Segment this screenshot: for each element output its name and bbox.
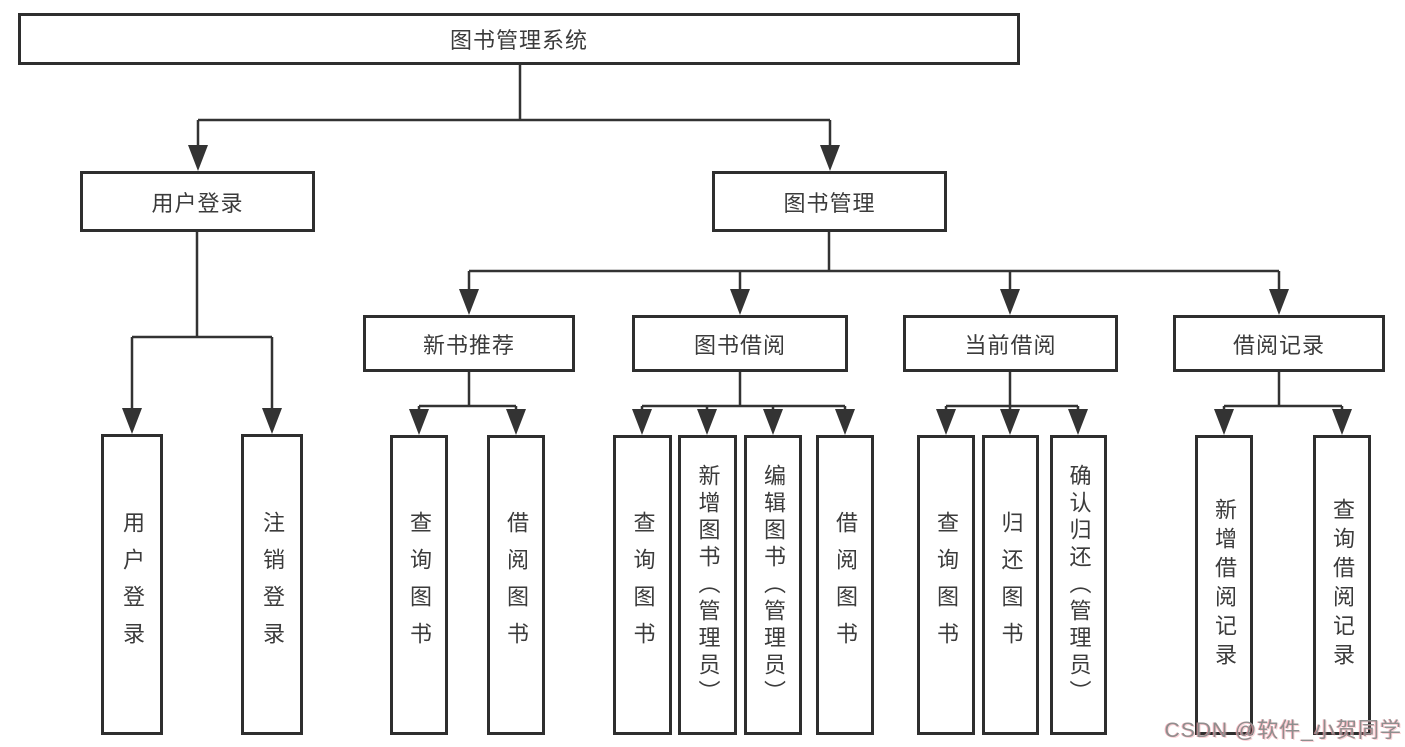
node-label: 查询借阅记录 — [1330, 498, 1355, 672]
node-label: 编辑图书（管理员） — [761, 463, 786, 707]
node-label: 借阅图书 — [833, 511, 858, 659]
node-book-borrowing: 图书借阅 — [632, 315, 848, 372]
node-label: 图书管理系统 — [449, 28, 588, 53]
leaf-query-books-borrowing: 查询图书 — [613, 435, 672, 735]
node-label: 新增借阅记录 — [1212, 498, 1237, 672]
node-label: 新书推荐 — [422, 332, 515, 358]
node-library-system: 图书管理系统 — [18, 13, 1020, 65]
node-label: 借阅图书 — [504, 511, 529, 659]
node-label: 当前借阅 — [964, 332, 1057, 358]
node-label: 查询图书 — [934, 511, 959, 659]
leaf-query-books-recommend: 查询图书 — [390, 435, 448, 735]
leaf-user-login: 用户登录 — [101, 434, 163, 735]
node-book-management: 图书管理 — [712, 171, 947, 232]
node-label: 新增图书（管理员） — [695, 463, 721, 707]
leaf-borrow-books-recommend: 借阅图书 — [487, 435, 545, 735]
node-borrowing-records: 借阅记录 — [1173, 315, 1385, 372]
node-label: 查询图书 — [630, 511, 656, 659]
leaf-return-books: 归还图书 — [982, 435, 1039, 735]
leaf-query-books-current: 查询图书 — [917, 435, 975, 735]
node-user-login: 用户登录 — [80, 171, 315, 232]
arrowhead-icons — [122, 145, 1352, 435]
node-label: 图书借阅 — [693, 332, 786, 358]
tree-edges — [130, 65, 1344, 412]
node-current-borrowing: 当前借阅 — [903, 315, 1118, 372]
node-new-book-recommend: 新书推荐 — [363, 315, 575, 372]
leaf-add-borrow-record: 新增借阅记录 — [1195, 435, 1253, 735]
node-label: 归还图书 — [998, 511, 1024, 659]
csdn-watermark: CSDN @软件_小贺同学 — [1164, 719, 1402, 742]
node-label: 查询图书 — [407, 511, 432, 659]
node-label: 用户登录 — [120, 510, 145, 659]
node-label: 图书管理 — [783, 190, 876, 216]
node-label: 注销登录 — [260, 510, 285, 659]
leaf-query-borrow-record: 查询借阅记录 — [1313, 435, 1371, 735]
node-label: 用户登录 — [151, 190, 244, 216]
node-label: 确认归还（管理员） — [1066, 463, 1092, 707]
node-label: 借阅记录 — [1232, 332, 1325, 358]
leaf-confirm-return-admin: 确认归还（管理员） — [1050, 435, 1107, 735]
leaf-logout: 注销登录 — [241, 434, 303, 735]
leaf-borrow-books: 借阅图书 — [816, 435, 874, 735]
leaf-add-books-admin: 新增图书（管理员） — [678, 435, 737, 735]
leaf-edit-books-admin: 编辑图书（管理员） — [744, 435, 802, 735]
